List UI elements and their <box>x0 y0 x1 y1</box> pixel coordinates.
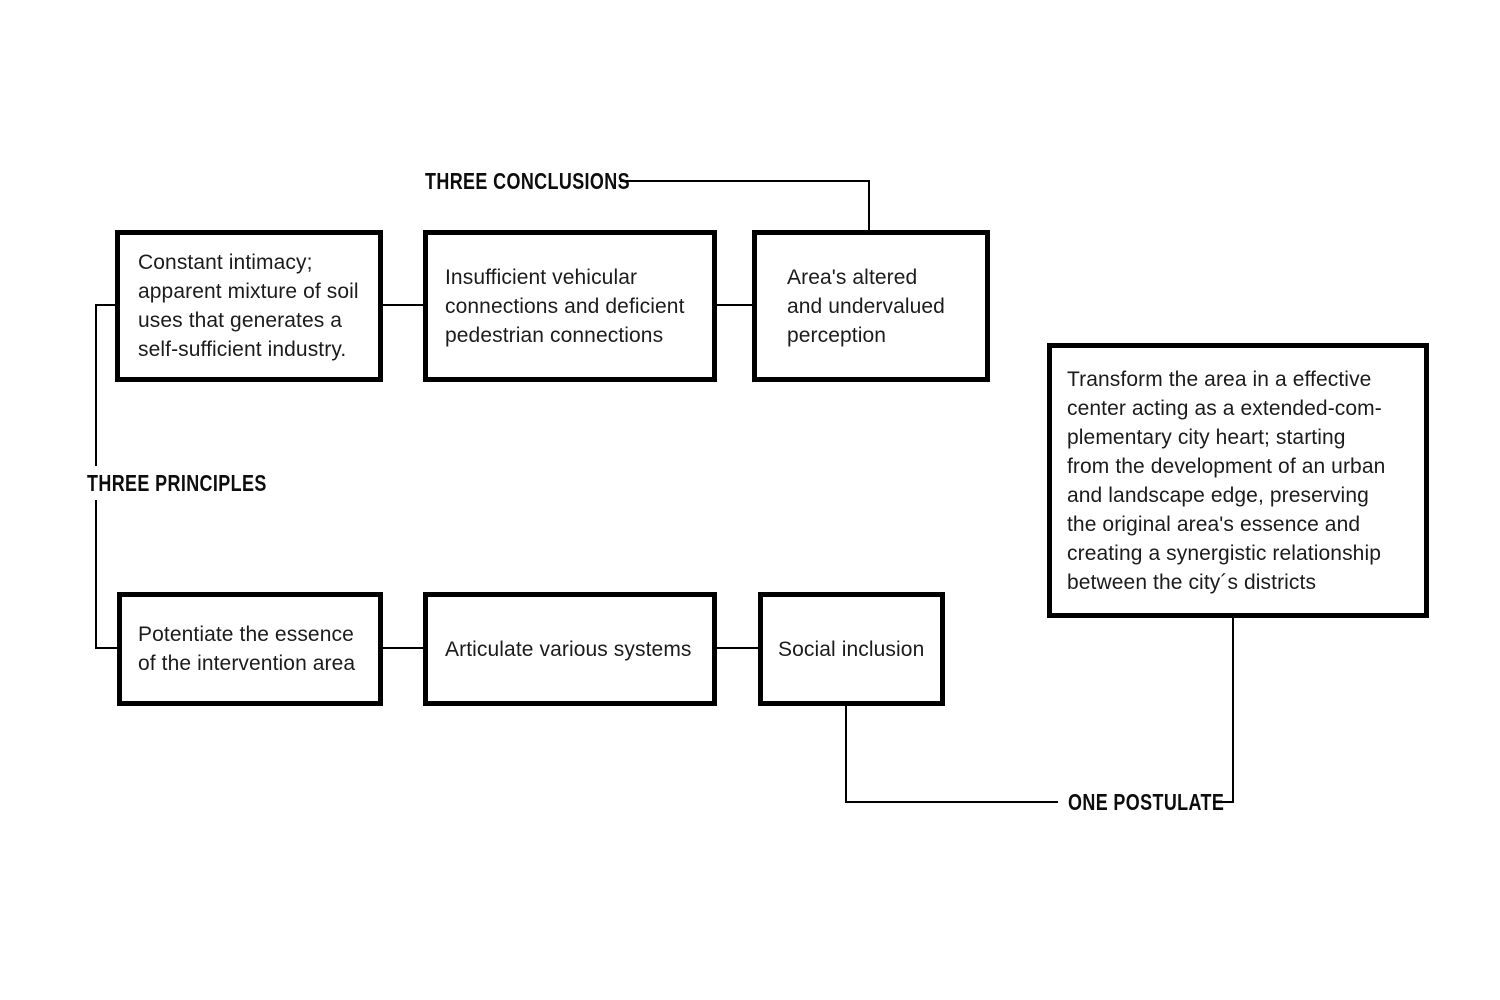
conclusions-bracket-vertical-line <box>868 180 870 232</box>
principle-box-potentiate-essence: Potentiate the essence of the interventi… <box>117 592 383 706</box>
conclusion1-conclusion2-connector <box>383 304 423 306</box>
principle-box-text: Potentiate the essence of the interventi… <box>138 623 356 675</box>
postulate-connector-left-horizontal-line <box>845 801 1058 803</box>
principle2-principle3-connector <box>717 647 758 649</box>
postulate-connector-right-vertical-line <box>1232 618 1234 803</box>
postulate-box-text: Transform the area in a effective center… <box>1067 367 1386 594</box>
conclusions-bracket-horizontal-line <box>620 180 870 182</box>
conclusion-box-insufficient-connections: Insufficient vehicular connections and d… <box>423 230 717 382</box>
conclusion-box-altered-perception: Area's altered and undervalued perceptio… <box>752 230 990 382</box>
principle1-principle2-connector <box>383 647 423 649</box>
one-postulate-label: ONE POSTULATE <box>1068 789 1225 815</box>
postulate-box-transform-area: Transform the area in a effective center… <box>1047 343 1429 618</box>
conclusion2-conclusion3-connector <box>717 304 752 306</box>
principle-box-text: Articulate various systems <box>445 637 692 661</box>
principles-bracket-top-stub <box>95 304 117 306</box>
postulate-connector-left-vertical-line <box>845 706 847 803</box>
principles-bracket-lower-vertical-line <box>95 500 97 649</box>
conclusion-box-text: Area's altered and undervalued perceptio… <box>787 265 945 347</box>
conclusion-box-text: Insufficient vehicular connections and d… <box>445 265 685 347</box>
three-conclusions-label: THREE CONCLUSIONS <box>425 168 630 194</box>
principle-box-articulate-systems: Articulate various systems <box>423 592 717 706</box>
three-principles-label: THREE PRINCIPLES <box>87 470 267 496</box>
principle-box-social-inclusion: Social inclusion <box>758 592 945 706</box>
conclusion-box-constant-intimacy: Constant intimacy; apparent mixture of s… <box>115 230 383 382</box>
principle-box-text: Social inclusion <box>778 637 925 661</box>
principles-bracket-upper-vertical-line <box>95 304 97 466</box>
postulate-connector-right-horizontal-line <box>1213 801 1234 803</box>
conclusion-box-text: Constant intimacy; apparent mixture of s… <box>138 251 359 361</box>
principles-bracket-bottom-stub <box>95 647 119 649</box>
